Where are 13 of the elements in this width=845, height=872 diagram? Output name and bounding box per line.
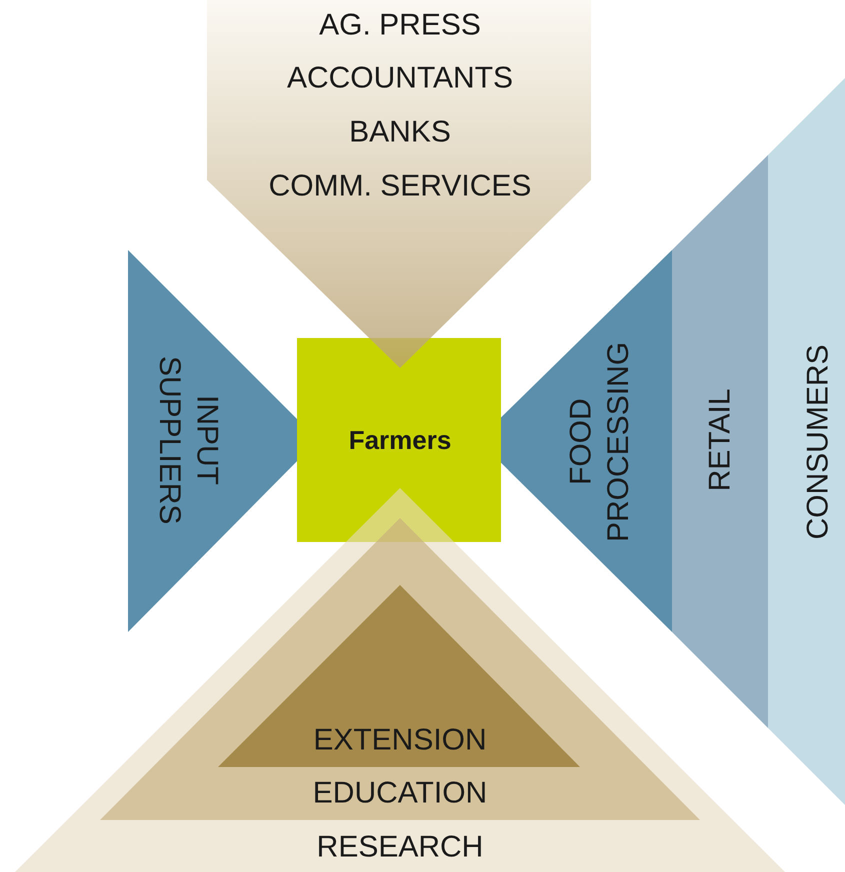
category-label: CONSUMERS (800, 344, 836, 540)
category-label: ACCOUNTANTS (286, 60, 514, 96)
center-square (297, 338, 501, 542)
category-label: RESEARCH (316, 829, 484, 866)
category-label: Farmers (348, 424, 452, 456)
category-label: EXTENSION (313, 722, 487, 758)
category-label: FOOD PROCESSING (564, 340, 636, 544)
category-label: AG. PRESS (319, 7, 481, 44)
category-label: RETAIL (702, 388, 738, 492)
category-label: COMM. SERVICES (268, 168, 532, 204)
category-label: EDUCATION (312, 775, 488, 812)
category-label: INPUT SUPPLIERS (152, 354, 224, 526)
category-label: BANKS (349, 114, 451, 150)
